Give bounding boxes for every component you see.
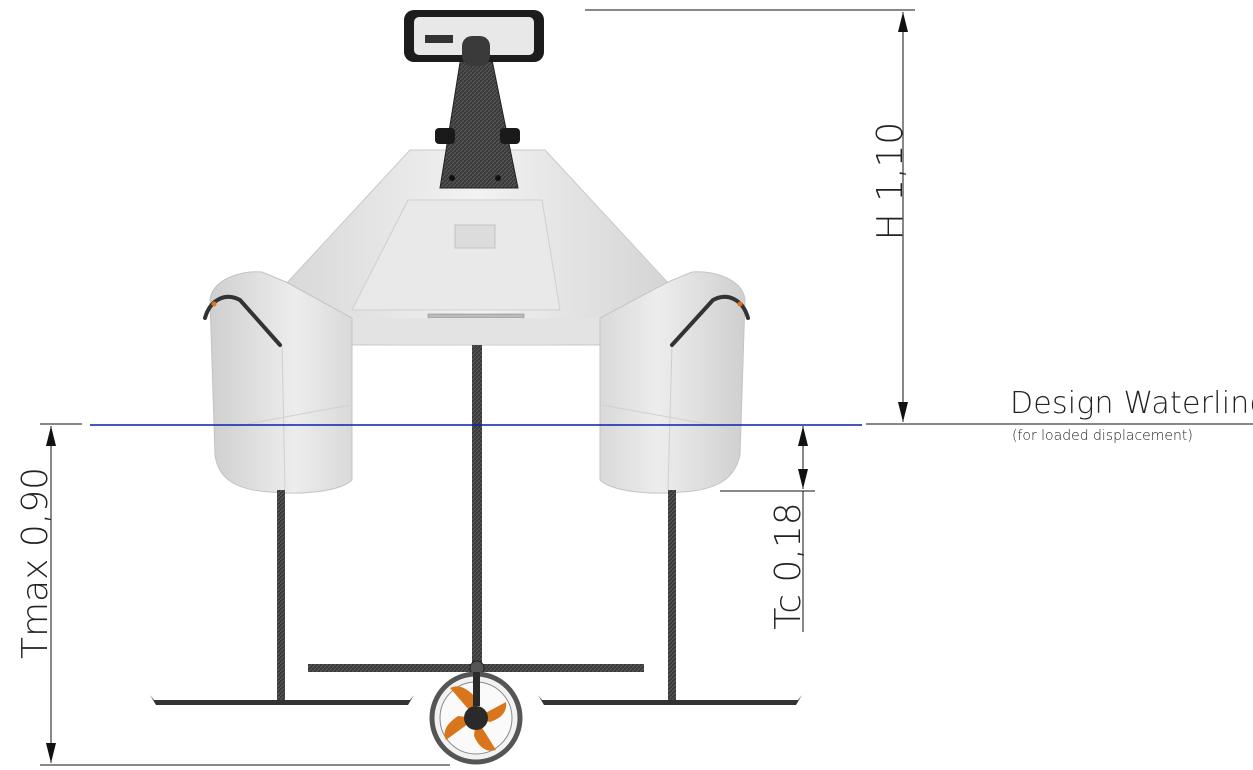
boat-illustration xyxy=(150,10,802,765)
left-float xyxy=(209,271,353,494)
cockpit-recess xyxy=(351,199,561,311)
waterline-title: Design Waterline xyxy=(1010,386,1253,421)
right-foil xyxy=(538,695,802,705)
canoe-draft-label: Tc 0,18 xyxy=(768,502,809,629)
center-strut xyxy=(472,345,482,675)
left-strut xyxy=(277,490,285,705)
right-strut xyxy=(668,490,676,705)
left-foil xyxy=(150,695,414,705)
console-pylon xyxy=(439,49,519,189)
max-draft-label: Tmax 0,90 xyxy=(15,467,56,659)
dimension-lines xyxy=(40,9,1253,766)
right-float xyxy=(599,271,746,494)
propeller xyxy=(429,671,523,765)
left-fender xyxy=(203,294,282,347)
right-fender xyxy=(670,294,750,347)
waterline-subtitle: (for loaded displacement) xyxy=(1012,428,1193,444)
height-label: H 1,10 xyxy=(870,122,911,241)
dimension-arrows xyxy=(46,12,908,763)
